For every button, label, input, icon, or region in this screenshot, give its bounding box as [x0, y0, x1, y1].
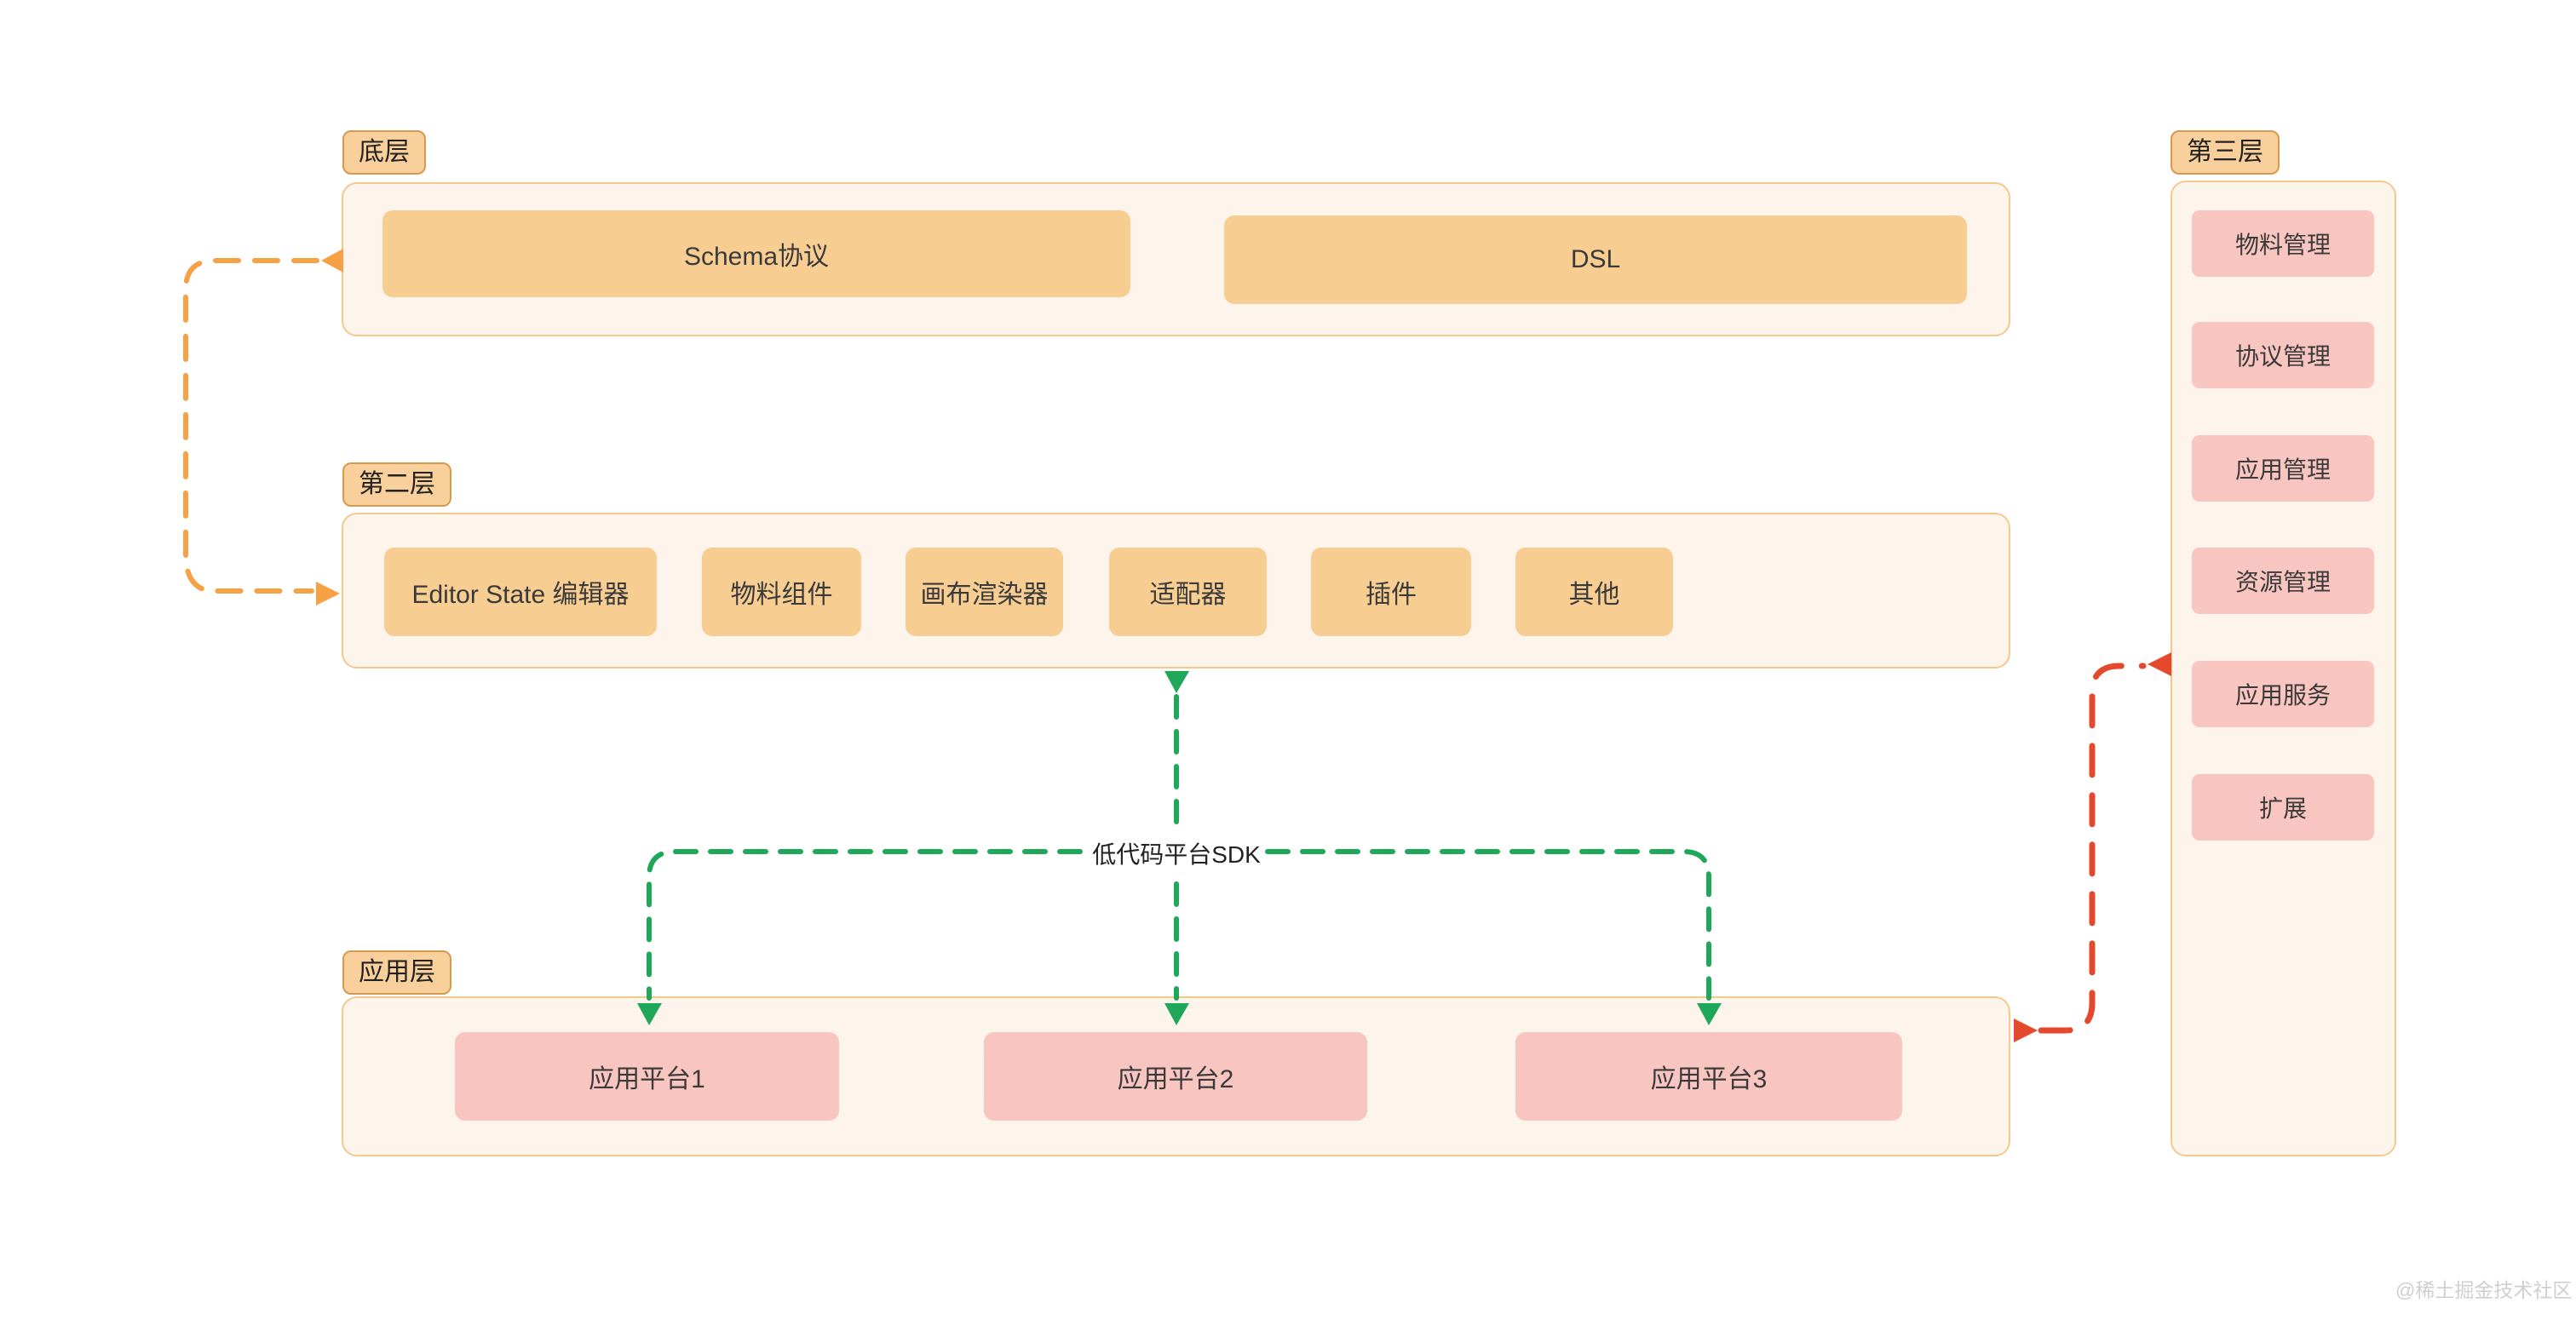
box-app-platform-1: 应用平台1	[455, 1032, 839, 1121]
layer-badge-bottom: 底层	[342, 130, 426, 175]
sdk-connector-label: 低代码平台SDK	[1092, 841, 1261, 868]
layer-badge-second: 第二层	[342, 462, 451, 507]
box-resource-management: 资源管理	[2192, 548, 2374, 614]
box-protocol-management: 协议管理	[2192, 322, 2374, 388]
box-dsl: DSL	[1224, 215, 1967, 304]
box-other: 其他	[1515, 548, 1673, 636]
box-canvas-renderer: 画布渲染器	[906, 548, 1063, 636]
box-material-management: 物料管理	[2192, 210, 2374, 277]
box-extension: 扩展	[2192, 774, 2374, 841]
box-app-platform-3: 应用平台3	[1515, 1032, 1902, 1121]
box-material-components: 物料组件	[702, 548, 861, 636]
box-adapter: 适配器	[1109, 548, 1267, 636]
layer-badge-app: 应用层	[342, 950, 451, 995]
box-editor-state: Editor State 编辑器	[384, 548, 657, 636]
box-plugin: 插件	[1311, 548, 1471, 636]
red-connector-arrow	[2014, 652, 2171, 1042]
box-app-management: 应用管理	[2192, 435, 2374, 502]
box-app-service: 应用服务	[2192, 661, 2374, 727]
watermark-text: @稀土掘金技术社区	[2395, 1279, 2573, 1301]
layer-badge-third: 第三层	[2171, 130, 2280, 175]
orange-connector-arrow	[183, 249, 343, 605]
box-app-platform-2: 应用平台2	[984, 1032, 1367, 1121]
box-schema-protocol: Schema协议	[382, 210, 1130, 297]
